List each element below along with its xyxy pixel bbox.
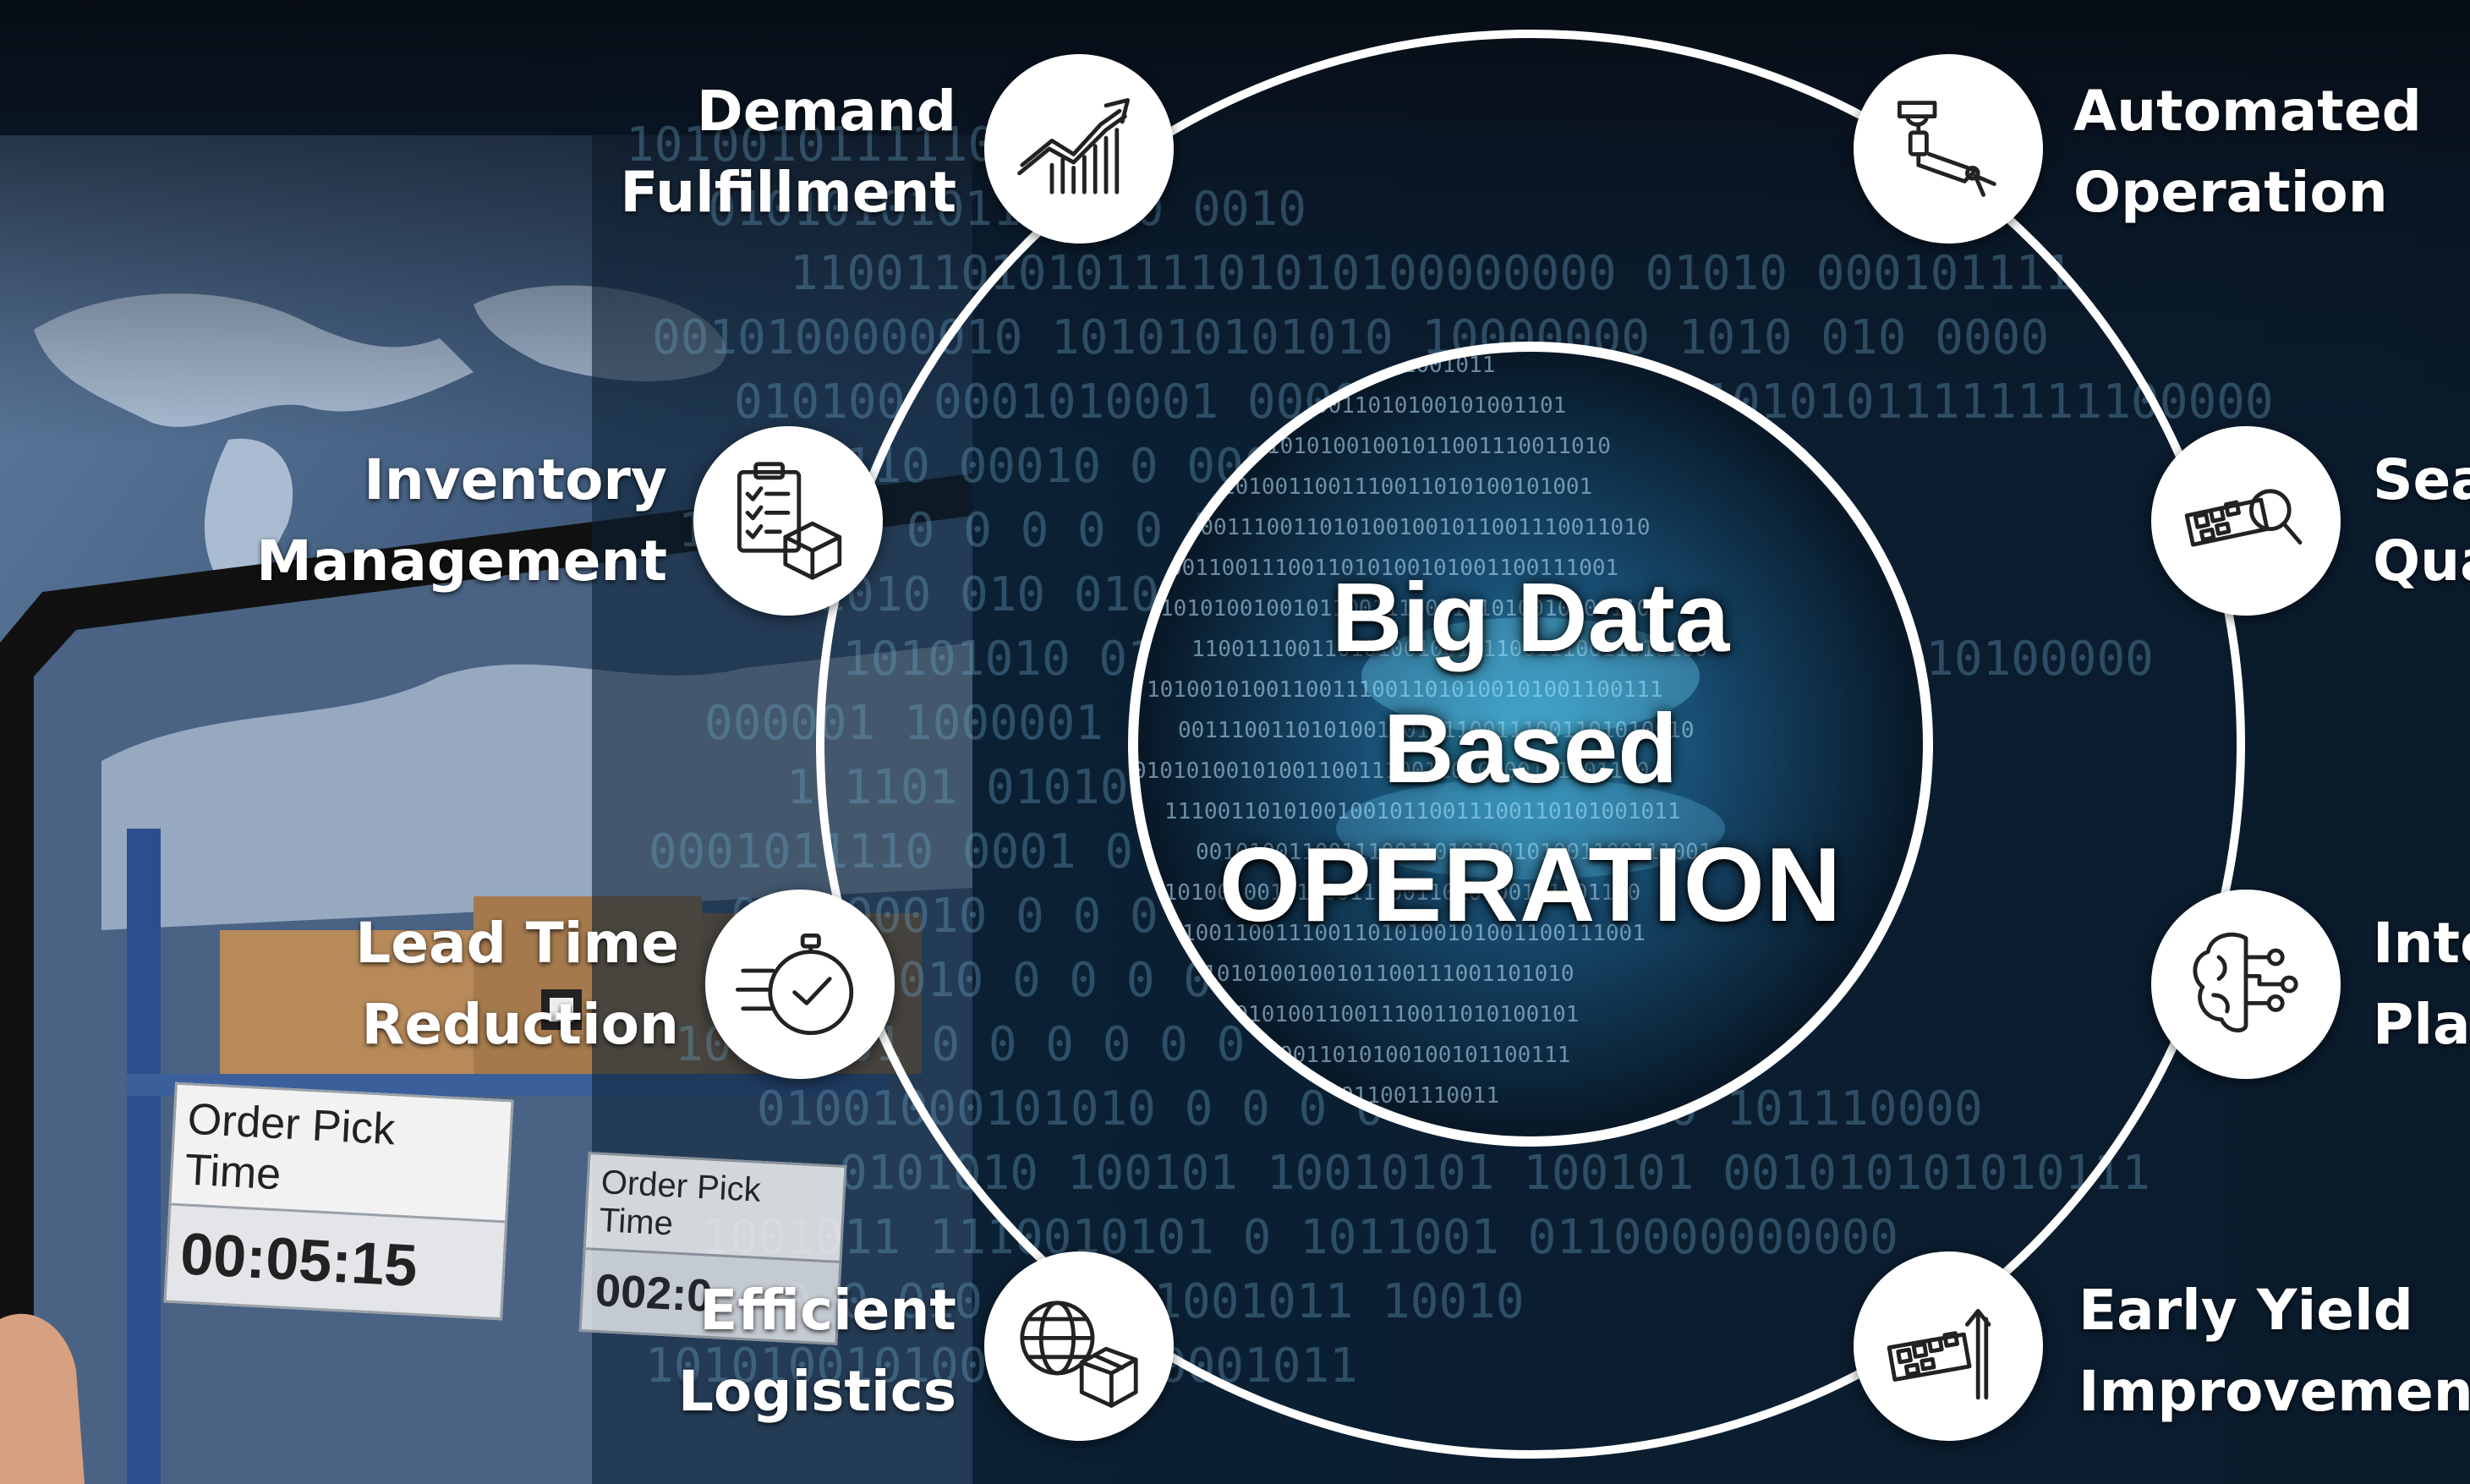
chip-arrow-up-icon	[1887, 1309, 1991, 1400]
sign-title: Order Pick Time	[171, 1084, 512, 1224]
binary-center-row: 110011100110101001001011001110011010100	[1191, 637, 1707, 662]
label-automated-operation: Automated Operation	[2073, 71, 2422, 233]
center-title-line-2: Based	[1383, 693, 1679, 803]
robot-arm-icon	[1898, 101, 1996, 197]
binary-row: 1001011 1110010101 0 1011001 01100000000…	[701, 1210, 1898, 1265]
label-line: Management	[256, 528, 667, 594]
label-line: Sea	[2373, 447, 2470, 512]
binary-row: 0010100000010 101010101010 10000000 1010…	[652, 310, 2049, 365]
node-early-yield-improvement	[1854, 1251, 2043, 1441]
binary-row: 0101010 100101 10010101 100101 001010101…	[839, 1146, 2150, 1201]
label-line: Qua	[2373, 528, 2470, 594]
label-line: Operation	[2073, 160, 2388, 225]
label-efficient-logistics: Efficient Logistics	[678, 1270, 956, 1432]
label-line: Early Yield	[2078, 1278, 2413, 1343]
binary-center-row: 001110011010100100101100111001101010010	[1178, 718, 1694, 743]
label-line: Improvement	[2078, 1359, 2470, 1424]
binary-center-row: 111001101010010010110011100110101001011	[1164, 799, 1680, 824]
binary-center-row: 10011001110011010100101001100111001	[1182, 921, 1646, 946]
clipboard-box-icon	[737, 462, 842, 580]
binary-center-row: 1010011001110011010100101001100111001	[1129, 556, 1618, 581]
label-early-yield-improvement: Early Yield Improvement	[2078, 1270, 2470, 1432]
growth-chart-icon	[1017, 98, 1130, 194]
sign-value: 00:05:15	[178, 1220, 419, 1299]
label-line: Plan	[2373, 992, 2470, 1057]
label-line: Demand	[696, 79, 956, 144]
binary-center-row: 010101001010011001110011010100101001100	[1133, 758, 1649, 784]
label-line: Automated	[2073, 79, 2422, 144]
node-inventory-management	[693, 426, 883, 616]
label-demand-fulfillment: Demand Fulfillment	[620, 71, 956, 233]
node-seamless-quality	[2151, 426, 2341, 616]
label-inventory-management: Inventory Management	[256, 440, 667, 602]
node-lead-time-reduction	[705, 890, 895, 1079]
binary-center-row: 001010011001110011010100101001100111001	[1196, 840, 1711, 865]
brain-circuit-icon	[2193, 932, 2298, 1032]
label-line: Inte	[2373, 911, 2470, 976]
stopwatch-check-icon	[736, 934, 854, 1035]
node-intelligent-planning	[2151, 890, 2341, 1079]
order-pick-sign-main: Order Pick Time 00:05:15	[163, 1082, 514, 1321]
center-title-line-3: OPERATION	[1219, 827, 1843, 944]
node-automated-operation	[1854, 54, 2043, 244]
binary-center-row: 0101001001011001110011010100101001100	[1151, 880, 1640, 906]
label-line: Fulfillment	[620, 160, 956, 225]
globe-package-icon	[1020, 1301, 1138, 1408]
center-title-line-1: Big Data	[1331, 562, 1730, 672]
label-line: Inventory	[364, 447, 667, 512]
node-demand-fulfillment	[984, 54, 1174, 244]
chip-magnifier-icon	[2184, 489, 2303, 547]
inner-ring	[1128, 342, 1933, 1147]
label-line: Lead Time	[355, 911, 679, 976]
binary-center-row: 110011100110101001001011001110011010	[1174, 515, 1651, 540]
sign-title: Order Pick Time	[585, 1154, 845, 1263]
binary-center-row: 10101001001011001110011010100101001100	[1160, 596, 1663, 622]
outer-ring	[816, 30, 2245, 1459]
label-seamless-quality: Sea Qua	[2373, 440, 2470, 602]
node-efficient-logistics	[984, 1251, 1174, 1441]
label-lead-time-reduction: Lead Time Reduction	[355, 903, 679, 1065]
binary-center-row: 101001010011001110011010100101001100111	[1147, 677, 1662, 703]
label-intelligent-planning: Inte Plan	[2373, 903, 2470, 1065]
label-line: Efficient	[699, 1278, 956, 1343]
center-title: Big Data Based OPERATION	[1192, 554, 1869, 956]
label-line: Logistics	[677, 1359, 956, 1424]
label-line: Reduction	[361, 992, 679, 1057]
